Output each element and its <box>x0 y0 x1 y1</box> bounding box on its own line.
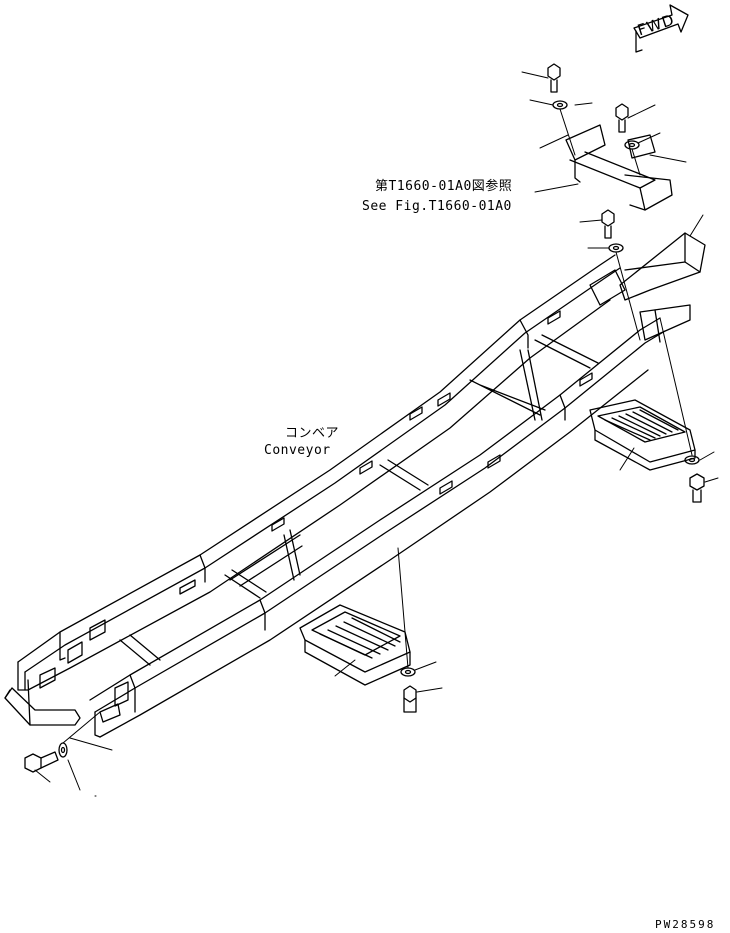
top-bracket <box>565 124 673 211</box>
leader-lines <box>34 71 719 797</box>
component-label-en: Conveyor <box>264 443 331 458</box>
conveyor-frame <box>4 232 706 738</box>
fwd-arrow-icon <box>633 4 689 53</box>
assembly-lines <box>62 108 693 744</box>
drawing-number: PW28598 <box>655 918 716 931</box>
step-plate-left <box>299 604 411 686</box>
step-plate-right <box>589 399 696 471</box>
reference-callout-jp: 第T1660-01A0図参照 <box>375 179 513 194</box>
component-label-jp: コンベア <box>285 426 340 441</box>
reference-callout-en: See Fig.T1660-01A0 <box>362 199 512 214</box>
